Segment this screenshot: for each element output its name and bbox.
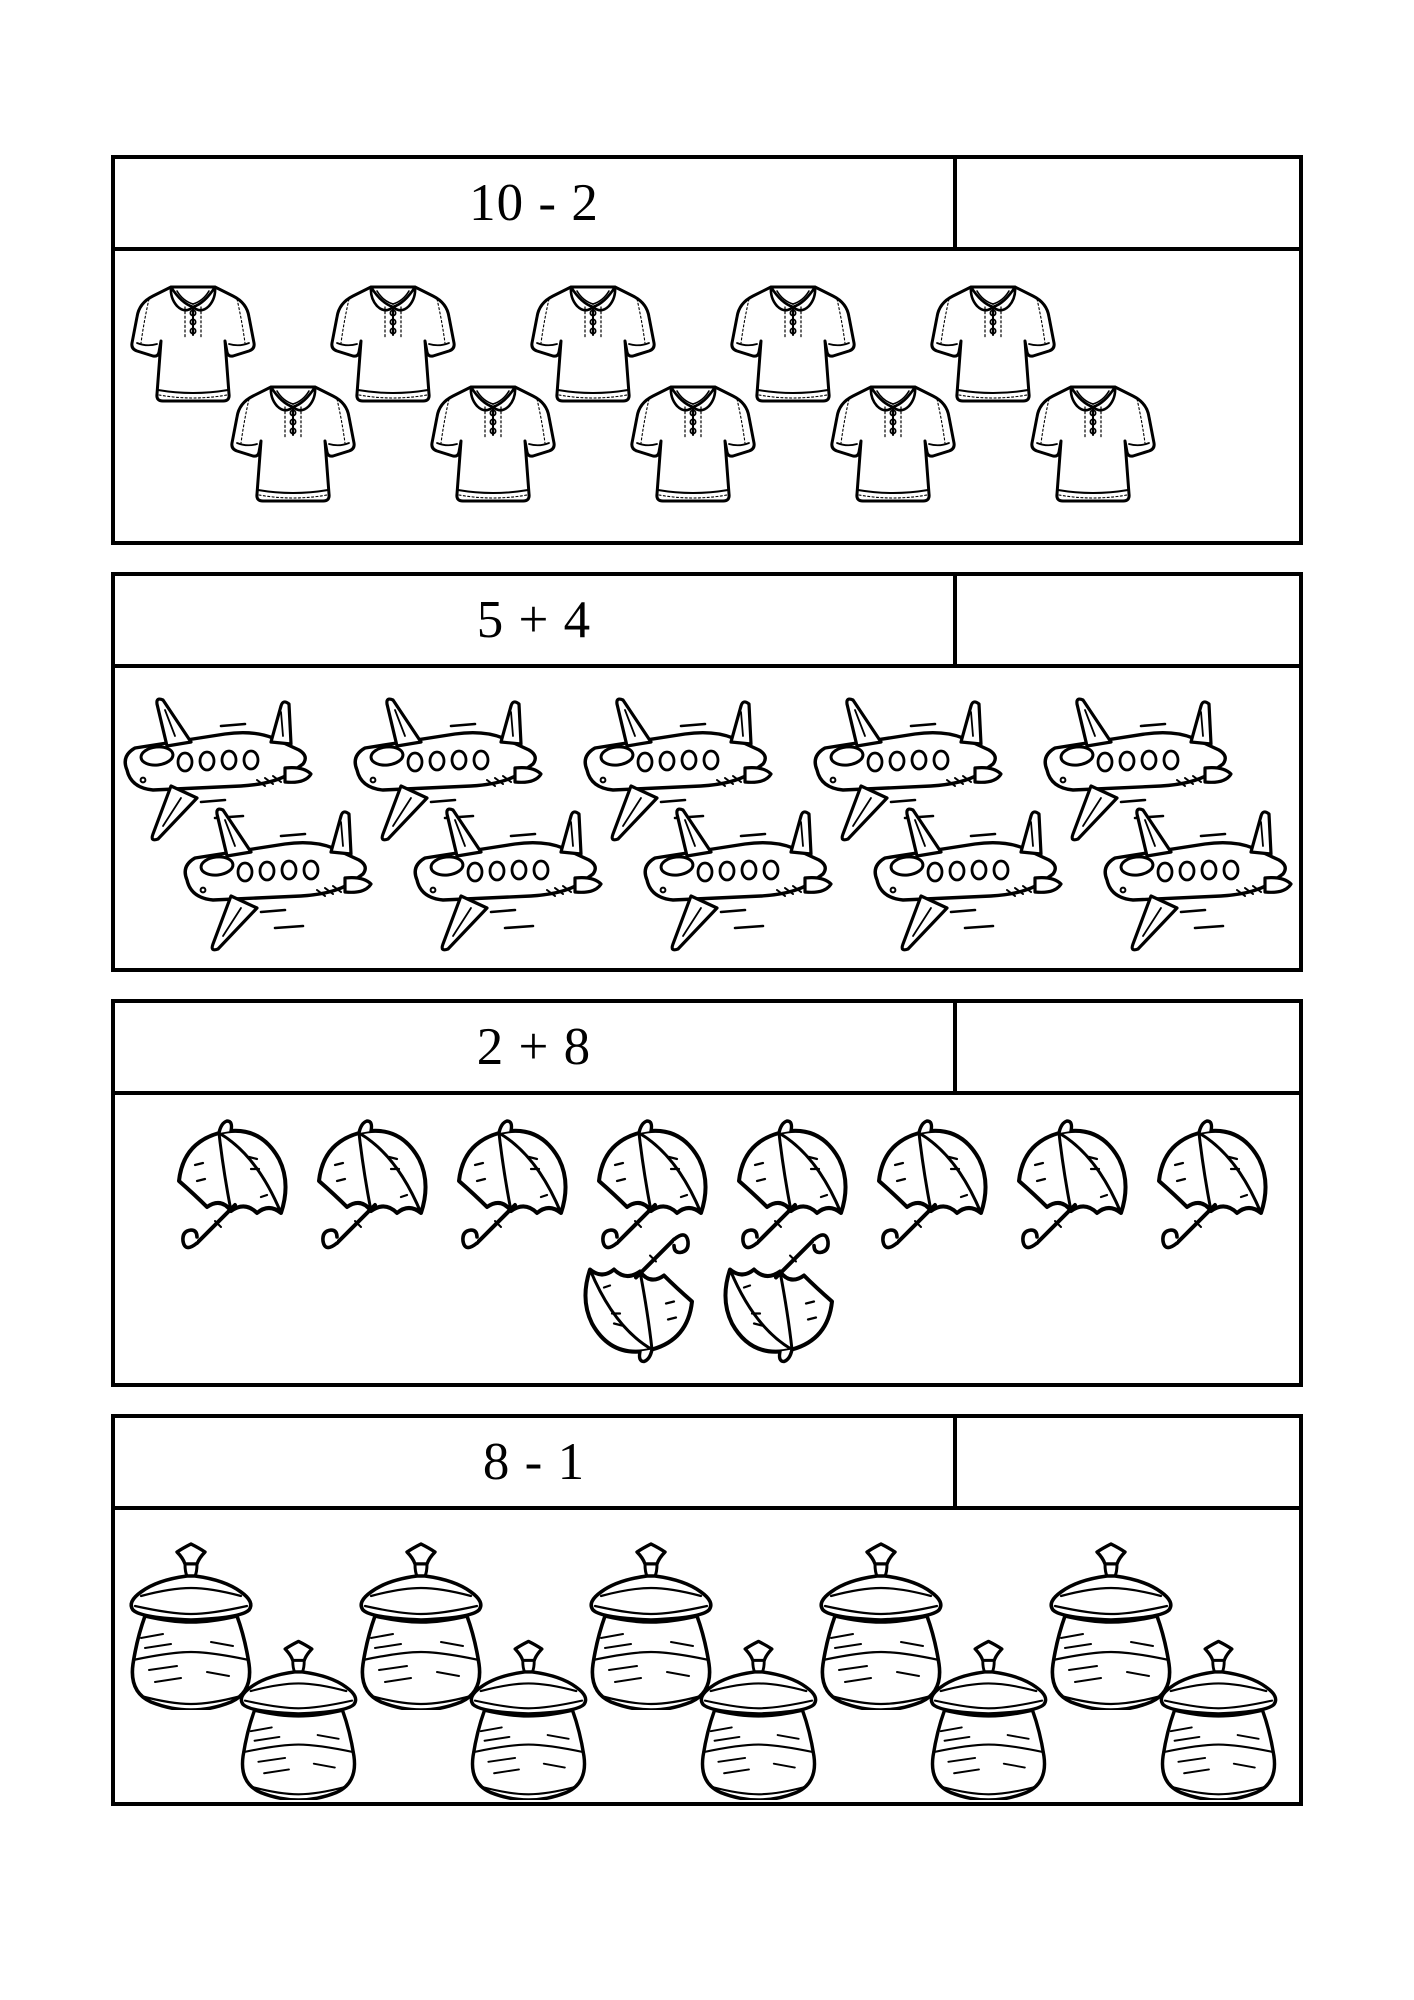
pot-with-lid-icon — [1141, 1628, 1296, 1800]
pot-with-lid-icon — [801, 1530, 961, 1710]
polo-shirt-icon — [523, 263, 663, 413]
pot-with-lid-icon — [1031, 1530, 1191, 1710]
umbrella-icon — [1003, 1117, 1148, 1262]
pot-with-lid-icon — [911, 1628, 1066, 1800]
airplane-icon — [173, 796, 383, 956]
airplane-icon — [803, 686, 1013, 846]
equation-text-3: 2 + 8 — [476, 1017, 592, 1076]
equation-cell-3: 2 + 8 — [115, 1003, 957, 1091]
umbrella-icon — [863, 1117, 1008, 1262]
airplane-icon — [343, 686, 553, 846]
problem-box-1: 10 - 2 — [111, 155, 1303, 545]
polo-shirt-icon — [323, 263, 463, 413]
airplane-icon — [1093, 796, 1299, 956]
polo-shirt-icon — [923, 263, 1063, 413]
airplane-icon — [863, 796, 1073, 956]
problem-list: 10 - 2 — [111, 155, 1303, 1833]
airplane-icon — [1033, 686, 1243, 846]
umbrella-icon — [163, 1117, 308, 1262]
umbrella-icon — [1143, 1117, 1288, 1262]
problem-box-3: 2 + 8 — [111, 999, 1303, 1387]
airplane-icon — [403, 796, 613, 956]
problem-header-1: 10 - 2 — [115, 159, 1299, 251]
problem-box-2: 5 + 4 — [111, 572, 1303, 972]
problem-header-4: 8 - 1 — [115, 1418, 1299, 1510]
problem-header-2: 5 + 4 — [115, 576, 1299, 668]
airplane-icon — [115, 686, 323, 846]
answer-cell-4[interactable] — [957, 1418, 1299, 1506]
umbrella-icon — [583, 1117, 728, 1262]
answer-cell-3[interactable] — [957, 1003, 1299, 1091]
picture-area-1 — [115, 251, 1299, 541]
equation-text-1: 10 - 2 — [469, 173, 599, 232]
equation-cell-4: 8 - 1 — [115, 1418, 957, 1506]
equation-text-2: 5 + 4 — [476, 590, 592, 649]
airplane-icon — [633, 796, 843, 956]
equation-text-4: 8 - 1 — [482, 1432, 586, 1491]
polo-shirt-icon — [123, 263, 263, 413]
problem-header-3: 2 + 8 — [115, 1003, 1299, 1095]
pot-with-lid-icon — [571, 1530, 731, 1710]
umbrella-icon — [443, 1117, 588, 1262]
problem-box-4: 8 - 1 — [111, 1414, 1303, 1806]
pot-with-lid-icon — [115, 1530, 271, 1710]
pot-with-lid-icon — [451, 1628, 606, 1800]
equation-cell-1: 10 - 2 — [115, 159, 957, 247]
answer-cell-1[interactable] — [957, 159, 1299, 247]
answer-cell-2[interactable] — [957, 576, 1299, 664]
umbrella-icon — [723, 1117, 868, 1262]
umbrella-icon — [563, 1213, 708, 1373]
pot-with-lid-icon — [341, 1530, 501, 1710]
polo-shirt-icon — [223, 363, 363, 513]
polo-shirt-icon — [423, 363, 563, 513]
picture-area-2 — [115, 668, 1299, 968]
umbrella-icon — [703, 1213, 848, 1373]
picture-area-4 — [115, 1510, 1299, 1802]
equation-cell-2: 5 + 4 — [115, 576, 957, 664]
picture-area-3 — [115, 1095, 1299, 1383]
airplane-icon — [573, 686, 783, 846]
pot-with-lid-icon — [221, 1628, 376, 1800]
pot-with-lid-icon — [681, 1628, 836, 1800]
umbrella-icon — [303, 1117, 448, 1262]
polo-shirt-icon — [623, 363, 763, 513]
polo-shirt-icon — [823, 363, 963, 513]
polo-shirt-icon — [1023, 363, 1163, 513]
polo-shirt-icon — [723, 263, 863, 413]
